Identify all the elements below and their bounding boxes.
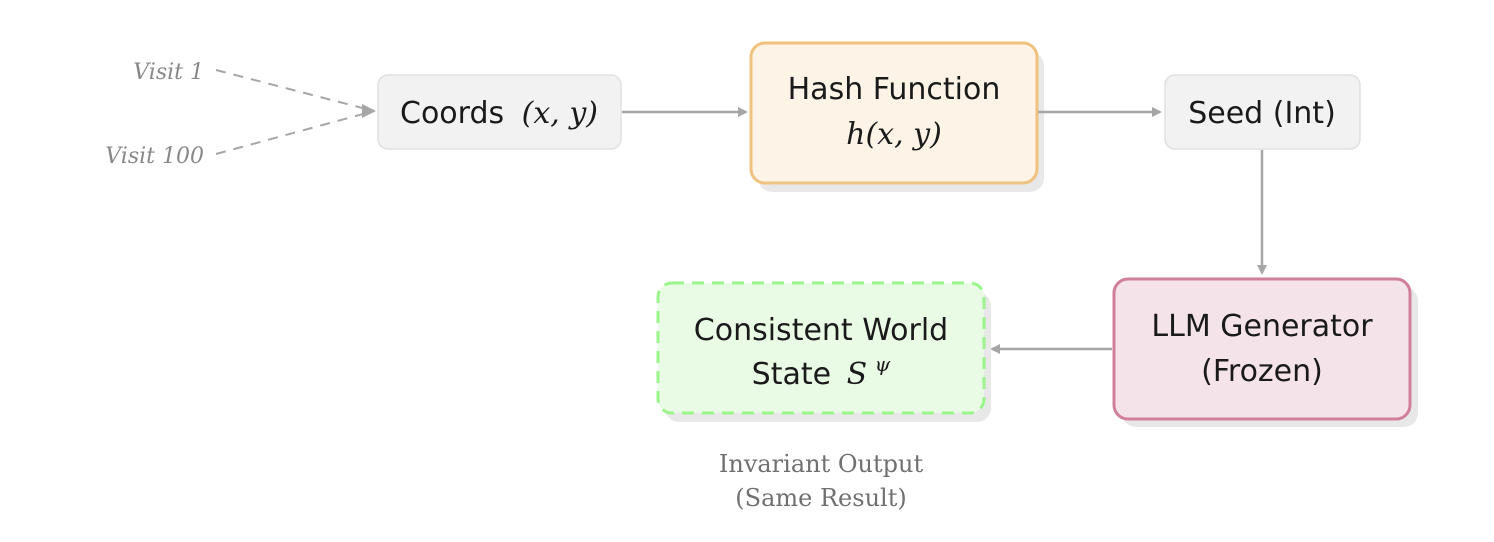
svg-text:Coords (x, y): Coords (x, y) — [400, 96, 598, 131]
visit-1-label: Visit 1 — [133, 60, 204, 85]
seed-label: Seed (Int) — [1188, 96, 1336, 131]
same-result-caption: (Same Result) — [735, 484, 906, 512]
visit-100-dashed-line — [215, 110, 375, 155]
world-state-label: State — [752, 357, 831, 392]
coords-label: Coords — [400, 96, 504, 131]
world-state-symbol: S — [847, 357, 868, 392]
visit-100-label: Visit 100 — [105, 144, 204, 169]
visit-1-dashed-line — [215, 69, 375, 112]
hash-function-title: Hash Function — [788, 72, 1001, 107]
llm-generator-node: LLM Generator (Frozen) — [1112, 277, 1418, 427]
world-state-superscript: ψ — [875, 352, 891, 376]
llm-generator-title: LLM Generator — [1151, 309, 1373, 344]
world-state-node: Consistent World State S ψ — [656, 281, 991, 422]
seed-node: Seed (Int) — [1164, 74, 1361, 150]
svg-text:State S ψ: State S ψ — [752, 352, 891, 392]
hash-function-node: Hash Function h(x, y) — [749, 41, 1044, 192]
llm-generator-subtitle: (Frozen) — [1201, 354, 1323, 389]
invariant-output-caption: Invariant Output — [719, 450, 924, 478]
hash-function-formula: h(x, y) — [846, 117, 942, 152]
coords-node: Coords (x, y) — [377, 74, 622, 150]
world-state-title: Consistent World — [694, 313, 948, 348]
visit-arrowhead — [362, 104, 376, 118]
coords-math: (x, y) — [522, 96, 598, 131]
